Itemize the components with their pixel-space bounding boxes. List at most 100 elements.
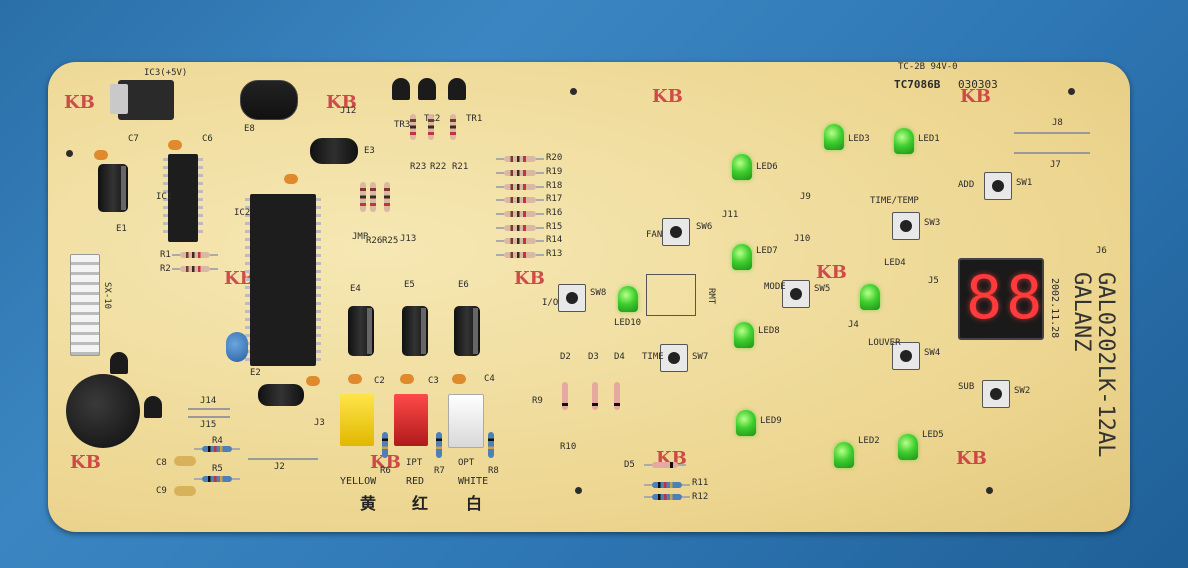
resistor-jmp — [360, 182, 366, 212]
label-r14: R14 — [546, 235, 563, 245]
kb-logo: KB — [64, 92, 95, 113]
label-r9: R9 — [532, 396, 543, 406]
resistor-r26 — [370, 182, 376, 212]
capacitor-e5 — [402, 306, 428, 356]
connector-yellow — [340, 394, 374, 446]
ceramic-capacitor — [168, 140, 182, 150]
resistor-r8 — [488, 432, 494, 458]
capacitor-c9 — [174, 486, 196, 496]
label-sw5: SW5 — [814, 284, 831, 294]
label-jmp: JMP — [352, 232, 369, 242]
resistor-r20 — [496, 156, 544, 162]
resistor-r16 — [496, 211, 544, 217]
kb-logo: KB — [956, 448, 987, 469]
capacitor-e2 — [258, 384, 304, 406]
label-louver: LOUVER — [868, 338, 901, 348]
label-d5: D5 — [624, 460, 635, 470]
resistor-r17 — [496, 197, 544, 203]
label-sw2: SW2 — [1014, 386, 1031, 396]
kb-logo: KB — [960, 86, 991, 107]
label-fan: FAN — [646, 230, 663, 240]
label-sw4: SW4 — [924, 348, 941, 358]
label-c7: C7 — [128, 134, 139, 144]
label-j6: J6 — [1096, 246, 1107, 256]
label-r22: R22 — [430, 162, 447, 172]
label-d2: D2 — [560, 352, 571, 362]
resistor-r1 — [172, 252, 218, 258]
mounting-hole — [1068, 88, 1075, 95]
label-c8: C8 — [156, 458, 167, 468]
label-time: TIME — [642, 352, 664, 362]
resistor-r12 — [644, 494, 690, 500]
label-ic2: IC2 — [234, 208, 251, 218]
capacitor-e3 — [310, 138, 358, 164]
sub-button[interactable] — [982, 380, 1010, 408]
fan-button[interactable] — [662, 218, 690, 246]
io-button[interactable] — [558, 284, 586, 312]
resistor-r25 — [384, 182, 390, 212]
resistor-r11 — [644, 482, 690, 488]
label-led4: LED4 — [884, 258, 906, 268]
diode-d4 — [614, 382, 620, 410]
label-j12: J12 — [340, 106, 357, 116]
board-lot: 030303 — [958, 78, 998, 91]
label-led3: LED3 — [848, 134, 870, 144]
board-rating: TC-2B 94V-0 — [898, 62, 958, 72]
time-button[interactable] — [660, 344, 688, 372]
label-r23: R23 — [410, 162, 427, 172]
resistor-r6 — [382, 432, 388, 458]
label-r15: R15 — [546, 222, 563, 232]
resistor-r21 — [450, 114, 456, 140]
label-r4: R4 — [212, 436, 223, 446]
label-ic1: IC1 — [156, 192, 173, 202]
transistor — [110, 352, 128, 374]
label-j11: J11 — [722, 210, 739, 220]
resistor-r18 — [496, 184, 544, 190]
capacitor-c2 — [348, 374, 362, 384]
label-e6: E6 — [458, 280, 469, 290]
label-led7: LED7 — [756, 246, 778, 256]
label-red: RED — [406, 476, 425, 487]
led3 — [824, 124, 844, 150]
label-cn-white: 白 — [466, 494, 483, 513]
resistor-r14 — [496, 238, 544, 244]
jumper-j2 — [248, 458, 318, 460]
label-led8: LED8 — [758, 326, 780, 336]
label-r11: R11 — [692, 478, 709, 488]
pcb-board: KB KB KB KB KB KB KB KB KB KB KB IC3(+5V… — [48, 62, 1130, 532]
label-io: I/O — [542, 298, 559, 308]
connector-red — [394, 394, 428, 446]
board-part-code: TC7086B — [894, 78, 941, 91]
capacitor-c3 — [400, 374, 414, 384]
mode-button[interactable] — [782, 280, 810, 308]
connector-sx10 — [70, 254, 100, 356]
led7 — [732, 244, 752, 270]
kb-logo: KB — [326, 92, 357, 113]
label-j8: J8 — [1052, 118, 1063, 128]
led1 — [894, 128, 914, 154]
label-r16: R16 — [546, 208, 563, 218]
capacitor-e1 — [98, 164, 128, 212]
kb-logo: KB — [514, 268, 545, 289]
label-j3: J3 — [314, 418, 325, 428]
remote-receiver-outline — [646, 274, 696, 316]
resistor-r4 — [194, 446, 240, 452]
led5 — [898, 434, 918, 460]
label-c2: C2 — [374, 376, 385, 386]
mounting-hole — [570, 88, 577, 95]
label-c3: C3 — [428, 376, 439, 386]
ceramic-capacitor — [306, 376, 320, 386]
connector-white — [448, 394, 484, 448]
label-led2: LED2 — [858, 436, 880, 446]
label-r18: R18 — [546, 181, 563, 191]
led2 — [834, 442, 854, 468]
ceramic-capacitor — [94, 150, 108, 160]
led8 — [734, 322, 754, 348]
label-led6: LED6 — [756, 162, 778, 172]
label-r5: R5 — [212, 464, 223, 474]
louver-button[interactable] — [892, 342, 920, 370]
resistor-r19 — [496, 170, 544, 176]
add-button[interactable] — [984, 172, 1012, 200]
time-temp-button[interactable] — [892, 212, 920, 240]
label-r17: R17 — [546, 194, 563, 204]
